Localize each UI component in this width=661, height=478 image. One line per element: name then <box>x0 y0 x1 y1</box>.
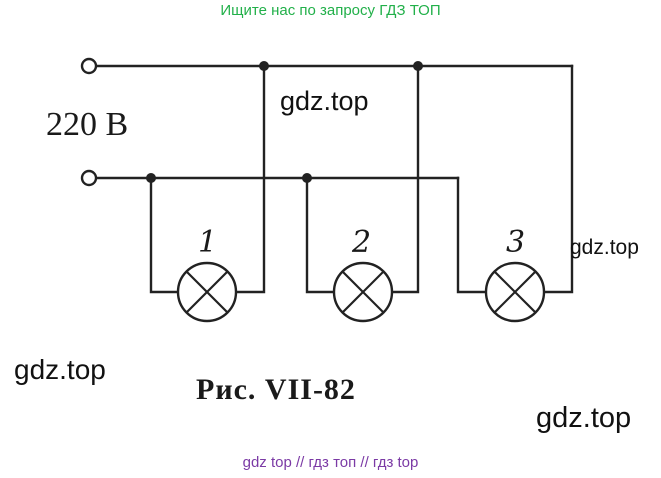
lamp-2-branch: 2 <box>305 64 420 323</box>
watermark: gdz.top <box>570 236 639 259</box>
junction-node <box>302 173 312 183</box>
voltage-label: 220 В <box>46 106 128 143</box>
bottom-terminal <box>80 169 98 187</box>
lamp-2-number: 2 <box>351 225 371 260</box>
watermark: gdz.top <box>536 402 632 434</box>
junction-node <box>413 61 423 71</box>
junction-node <box>146 173 156 183</box>
figure-caption: Рис. VII-82 <box>196 373 356 406</box>
watermark: gdz.top <box>14 354 106 385</box>
top-terminal <box>80 57 98 75</box>
lamp-3-branch: 3 <box>456 64 574 323</box>
lamp-3-number: 3 <box>506 225 525 260</box>
lamp-1-number: 1 <box>198 225 217 260</box>
top-banner: Ищите нас по запросу ГДЗ ТОП <box>220 2 441 19</box>
junction-node <box>259 61 269 71</box>
lamp-1-branch: 1 <box>149 64 266 323</box>
footer-text: gdz top // гдз топ // гдз top <box>242 454 419 471</box>
watermark: gdz.top <box>280 86 369 116</box>
